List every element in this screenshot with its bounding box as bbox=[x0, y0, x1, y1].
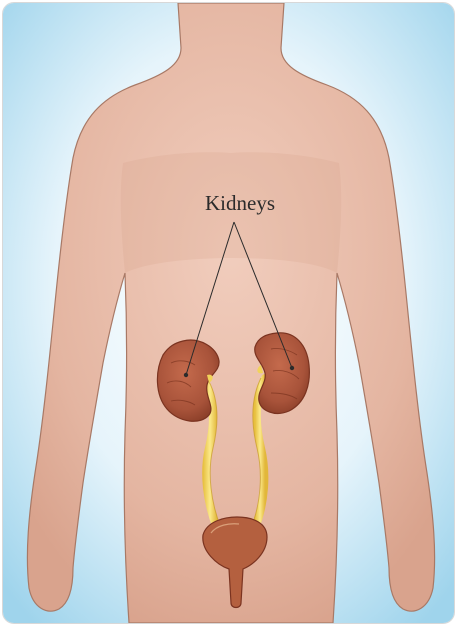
kidneys-label: Kidneys bbox=[205, 191, 275, 215]
anatomy-illustration: Kidneys bbox=[3, 3, 454, 623]
leader-dot-right bbox=[290, 366, 294, 370]
left-kidney bbox=[157, 340, 219, 421]
leader-dot-left bbox=[184, 373, 188, 377]
